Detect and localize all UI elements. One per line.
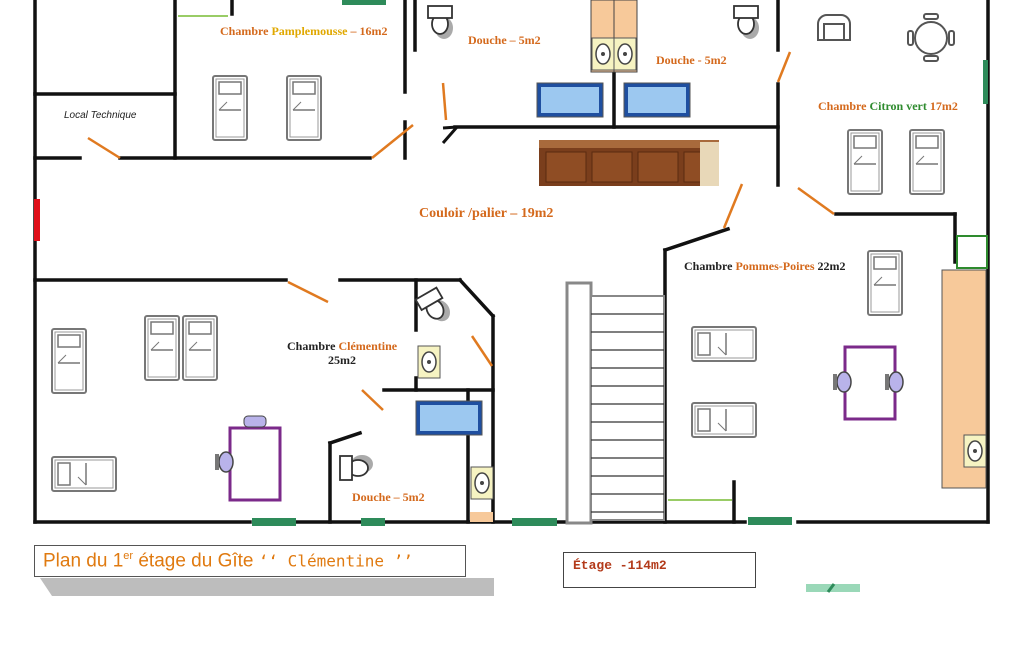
- room-pommes-label: Chambre Pommes-Poires 22m2: [684, 259, 846, 274]
- room-clementine-name: Clémentine: [338, 339, 398, 353]
- room-pamplemousse-name: Pamplemousse: [271, 24, 348, 38]
- room-douche-3-label: Douche – 5m2: [352, 490, 425, 504]
- sideboard: [539, 140, 719, 186]
- plan-title-sup: er: [123, 550, 134, 562]
- tables: [214, 345, 904, 502]
- staircase: [565, 281, 665, 525]
- plan-title: Plan du 1er étage du Gîte ‘‘ Clémentine …: [43, 550, 413, 572]
- room-douche-1-label: Douche – 5m2: [468, 33, 541, 47]
- plan-title-box: Plan du 1er étage du Gîte ‘‘ Clémentine …: [34, 545, 466, 577]
- room-pommes-prefix: Chambre: [684, 259, 736, 273]
- room-clementine-prefix: Chambre: [287, 339, 339, 353]
- floor-area-box: Étage -114m2: [563, 552, 756, 588]
- room-pommes-name: Pommes-Poires: [735, 259, 815, 273]
- room-pommes-suffix: 22m2: [814, 259, 846, 273]
- walls: [33, 0, 990, 524]
- windows: [34, 0, 988, 593]
- room-citron-label: Chambre Citron vert 17m2: [818, 99, 958, 114]
- room-local-technique-label: Local Technique: [64, 110, 137, 121]
- room-citron-name: Citron vert: [869, 99, 927, 113]
- room-clementine-label: Chambre Clémentine: [287, 339, 397, 354]
- citron-furniture: [817, 13, 955, 62]
- room-douche-2-label: Douche - 5m2: [656, 53, 727, 67]
- title-shadow: [40, 578, 494, 596]
- room-pamplemousse-suffix: – 16m2: [347, 24, 388, 38]
- room-citron-suffix: 17m2: [926, 99, 958, 113]
- beds: [51, 75, 945, 492]
- plan-title-quoted: ‘‘ Clémentine ’’: [258, 551, 413, 571]
- room-clementine-area: 25m2: [328, 353, 356, 367]
- room-couloir-label: Couloir /palier – 19m2: [419, 206, 554, 221]
- room-pamplemousse-prefix: Chambre: [220, 24, 272, 38]
- room-citron-prefix: Chambre: [818, 99, 870, 113]
- doors: [87, 51, 835, 411]
- plan-title-rest: étage du Gîte: [133, 550, 259, 572]
- room-pamplemousse-label: Chambre Pamplemousse – 16m2: [220, 24, 387, 39]
- plan-title-main: Plan du 1: [43, 550, 124, 572]
- floor-area-label: Étage -114m2: [573, 558, 667, 573]
